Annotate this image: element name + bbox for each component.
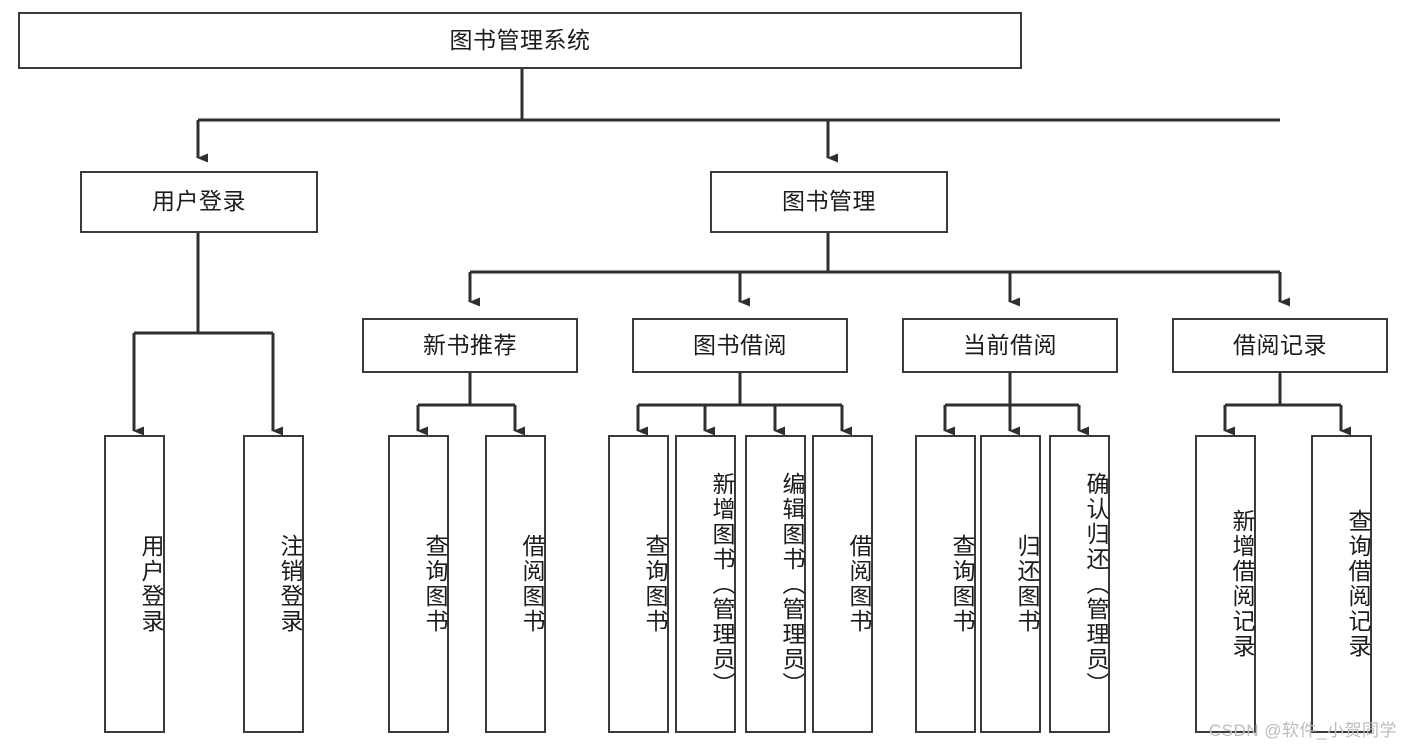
node-current-borrow[interactable]: 当前借阅 — [902, 318, 1118, 373]
node-leaf-query-book-2[interactable]: 查询图书 — [608, 435, 669, 733]
node-borrow-record[interactable]: 借阅记录 — [1172, 318, 1388, 373]
watermark-text: CSDN @软件_小贺同学 — [1208, 721, 1397, 740]
node-root-system[interactable]: 图书管理系统 — [18, 12, 1022, 69]
node-label: 新增借阅记录 — [1229, 509, 1255, 659]
node-book-borrow[interactable]: 图书借阅 — [632, 318, 848, 373]
node-label: 图书管理系统 — [449, 26, 591, 53]
node-user-login[interactable]: 用户登录 — [80, 171, 318, 233]
node-leaf-query-record[interactable]: 查询借阅记录 — [1311, 435, 1372, 733]
node-label: 注销登录 — [277, 534, 303, 634]
node-label: 借阅记录 — [1233, 331, 1327, 358]
node-leaf-logout-login[interactable]: 注销登录 — [243, 435, 304, 733]
node-leaf-add-record[interactable]: 新增借阅记录 — [1195, 435, 1256, 733]
node-book-manage[interactable]: 图书管理 — [710, 171, 948, 233]
node-label: 查询图书 — [642, 534, 668, 634]
node-label: 借阅图书 — [519, 534, 545, 634]
node-label: 确认归还（管理员） — [1083, 471, 1109, 697]
node-leaf-add-book[interactable]: 新增图书（管理员） — [675, 435, 736, 733]
node-label: 新书推荐 — [423, 331, 517, 358]
node-leaf-borrow-book-1[interactable]: 借阅图书 — [485, 435, 546, 733]
node-leaf-query-book-1[interactable]: 查询图书 — [388, 435, 449, 733]
node-leaf-confirm-return[interactable]: 确认归还（管理员） — [1049, 435, 1110, 733]
node-label: 图书借阅 — [693, 331, 787, 358]
node-label: 图书管理 — [782, 188, 876, 215]
node-label: 用户登录 — [138, 534, 164, 634]
node-label: 查询图书 — [949, 534, 975, 634]
node-leaf-user-login[interactable]: 用户登录 — [104, 435, 165, 733]
node-leaf-query-book-3[interactable]: 查询图书 — [915, 435, 976, 733]
node-label: 查询图书 — [422, 534, 448, 634]
node-label: 编辑图书（管理员） — [779, 471, 805, 697]
node-label: 归还图书 — [1014, 534, 1040, 634]
node-label: 查询借阅记录 — [1345, 509, 1371, 659]
node-label: 当前借阅 — [963, 331, 1057, 358]
node-label: 借阅图书 — [846, 534, 872, 634]
node-label: 用户登录 — [152, 188, 246, 215]
node-leaf-borrow-book-2[interactable]: 借阅图书 — [812, 435, 873, 733]
node-leaf-return-book[interactable]: 归还图书 — [980, 435, 1041, 733]
node-leaf-edit-book[interactable]: 编辑图书（管理员） — [745, 435, 806, 733]
node-new-book-recommend[interactable]: 新书推荐 — [362, 318, 578, 373]
node-label: 新增图书（管理员） — [709, 471, 735, 697]
